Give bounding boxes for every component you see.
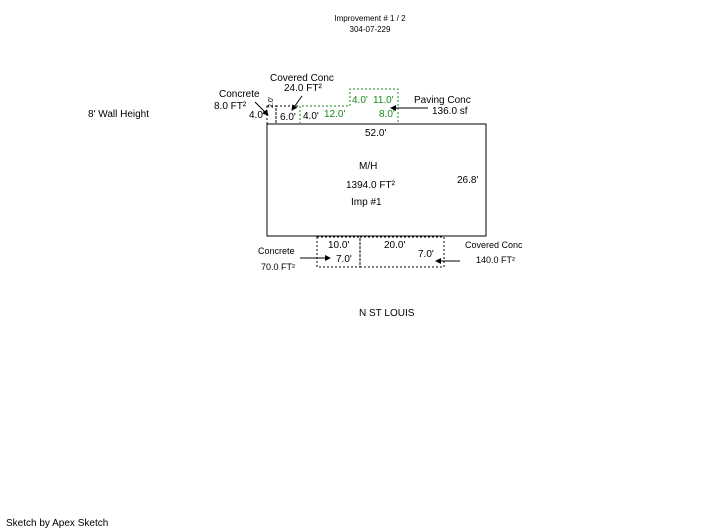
mh-top-dimension: 52.0' [365, 128, 387, 139]
covered-conc-top-dim-w: 6.0' [280, 112, 296, 123]
covered-conc-bottom-dim-h: 7.0' [418, 249, 434, 260]
concrete-bottom-label: Concrete [258, 246, 295, 256]
paving-dim-4: 8.0' [379, 109, 395, 120]
covered-conc-bottom-outline [359, 236, 445, 268]
mh-right-dimension: 26.8' [457, 175, 479, 186]
covered-conc-top-arrow [291, 95, 303, 111]
improvement-title: Improvement # 1 / 2 [334, 14, 406, 23]
paving-dim-2: 11.0' [373, 95, 394, 106]
covered-conc-top-dim-h: 4.0' [303, 111, 319, 122]
mh-label: M/H [359, 161, 378, 172]
concrete-top-outline [266, 105, 277, 125]
covered-conc-bottom-dim-w: 20.0' [384, 240, 406, 251]
mh-area: 1394.0 FT² [346, 180, 395, 191]
paving-conc-area: 136.0 sf [432, 106, 468, 117]
paving-conc-label: Paving Conc [414, 95, 471, 106]
wall-height-label: 8' Wall Height [88, 109, 150, 120]
concrete-top-label: Concrete [219, 89, 260, 100]
concrete-top-arrow [254, 101, 269, 116]
covered-conc-top-area: 24.0 FT² [284, 83, 322, 94]
parcel-number: 304-07-229 [349, 25, 391, 34]
concrete-top-dim-top: 2.0' [268, 96, 275, 108]
street-label: N ST LOUIS [359, 308, 415, 319]
concrete-bottom-dim-w: 10.0' [328, 240, 350, 251]
concrete-bottom-area: 70.0 FT² [261, 262, 296, 272]
footer-credit: Sketch by Apex Sketch [6, 518, 109, 529]
concrete-top-area: 8.0 FT² [214, 101, 247, 112]
mh-outline [266, 123, 487, 237]
mh-imp-label: Imp #1 [351, 197, 382, 208]
covered-conc-top-label: Covered Conc [270, 73, 334, 84]
covered-conc-bottom-area: 140.0 FT² [476, 255, 516, 265]
covered-conc-bottom-label: Covered Conc [465, 240, 523, 250]
paving-conc-outline [299, 88, 399, 124]
paving-dim-3: 12.0' [324, 109, 346, 120]
concrete-top-dim-left: 4.0' [249, 110, 265, 121]
concrete-bottom-dim-h: 7.0' [336, 254, 352, 265]
paving-dim-1: 4.0' [352, 95, 368, 106]
